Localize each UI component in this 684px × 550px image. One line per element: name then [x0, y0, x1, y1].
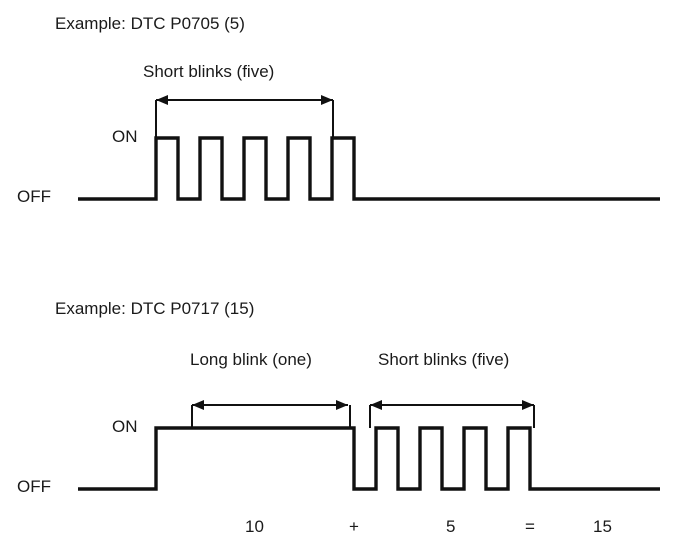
example-1-pulse-trace	[78, 136, 660, 201]
equation-long-value: 10	[245, 517, 264, 536]
example-2-long-blink-label: Long blink (one)	[190, 350, 312, 369]
equation-short-value: 5	[446, 517, 456, 536]
example-2-short-dimension-arrow	[369, 400, 535, 428]
example-1-on-label: ON	[112, 127, 138, 146]
example-1-dimension-arrow	[155, 95, 334, 138]
example-1-title: Example: DTC P0705 (5)	[55, 14, 245, 33]
example-1-off-label: OFF	[17, 187, 51, 206]
example-2-off-label: OFF	[17, 477, 51, 496]
equation-total-value: 15	[593, 517, 612, 536]
example-2-title: Example: DTC P0717 (15)	[55, 299, 255, 318]
example-2-short-blinks-label: Short blinks (five)	[378, 350, 510, 369]
equation-equals-sign: =	[525, 517, 535, 536]
example-2-long-dimension-arrow	[191, 400, 351, 428]
example-2-on-label: ON	[112, 417, 138, 436]
example-1-short-blinks-label: Short blinks (five)	[143, 62, 275, 81]
example-2-pulse-trace	[78, 426, 660, 491]
equation-plus-sign: +	[349, 517, 359, 536]
